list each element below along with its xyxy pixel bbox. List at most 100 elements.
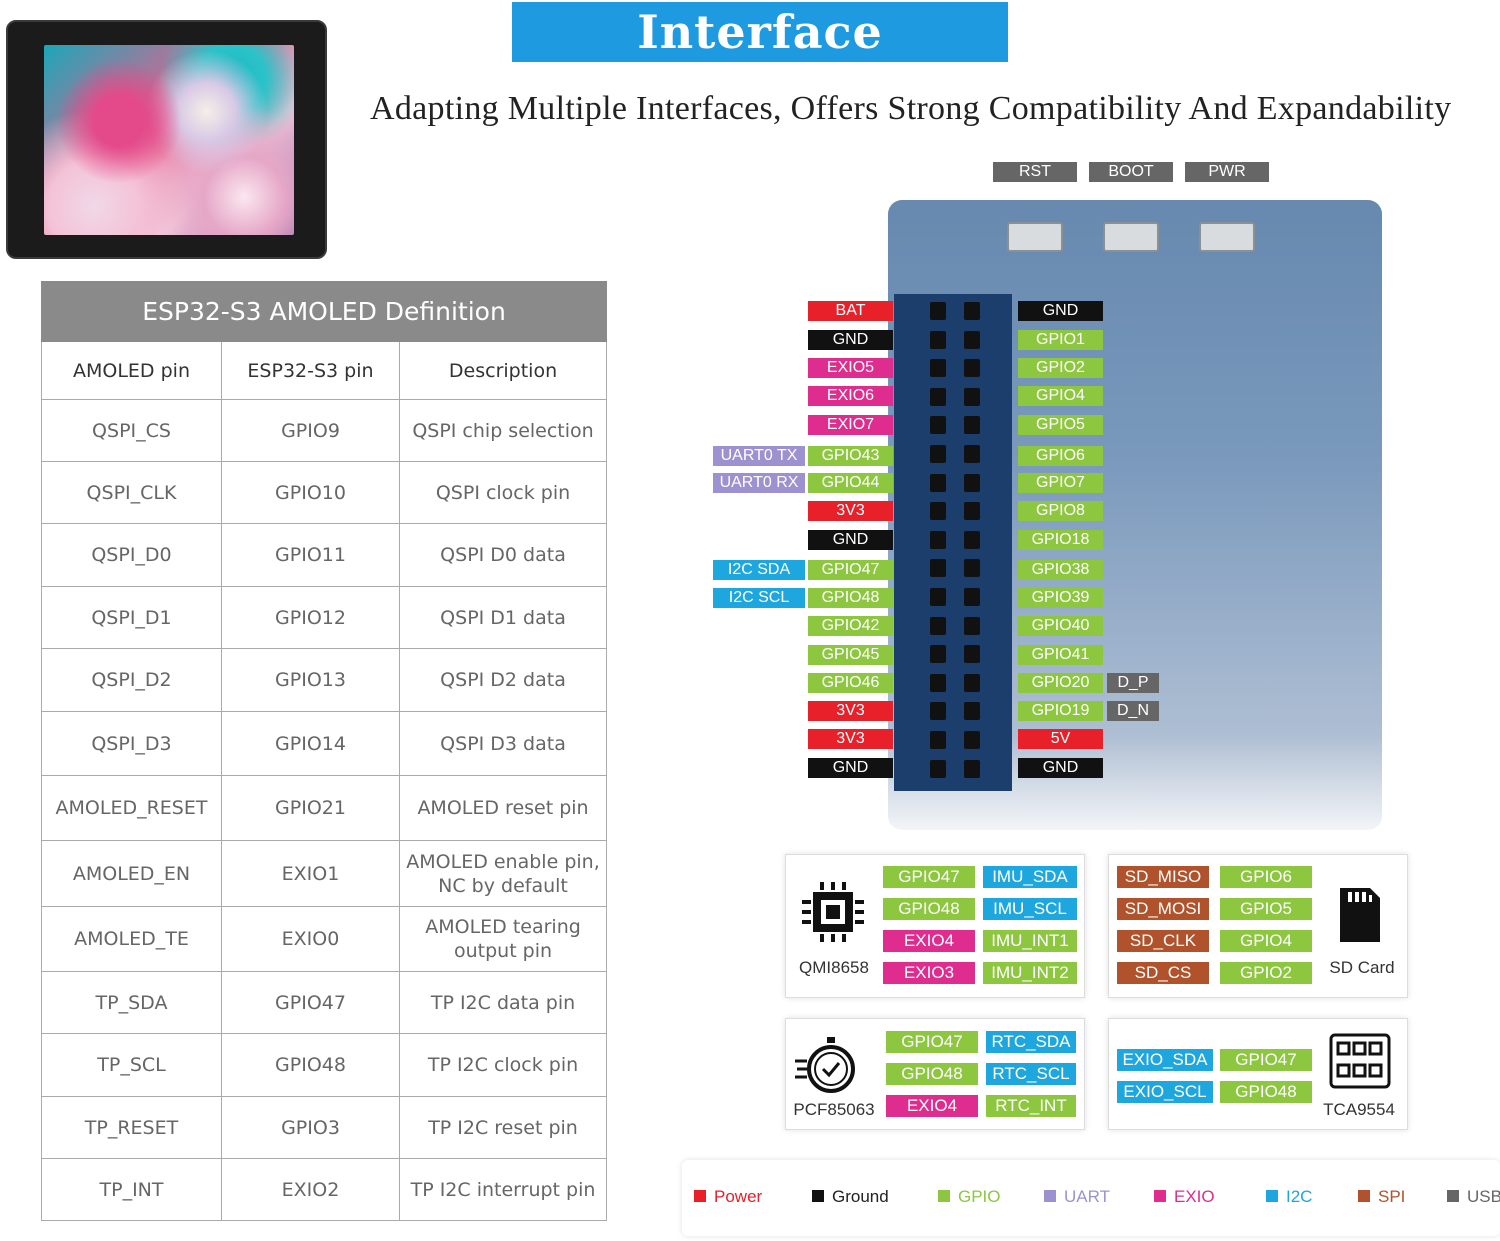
esp32-pin-cell: EXIO1 [221,840,400,907]
rtc-chip-name: PCF85063 [793,1100,875,1119]
legend-item: GPIO [938,1187,1001,1207]
legend-label: UART [1064,1187,1110,1206]
table-caption: ESP32-S3 AMOLED Definition [40,281,608,342]
exio-swatch [1154,1190,1166,1202]
pin-label-right: GPIO2 [1018,358,1103,378]
amoled-pin-cell: QSPI_D1 [41,586,222,649]
rtc-pin-tag: RTC_SDA [986,1031,1076,1053]
amoled-pin-cell: AMOLED_TE [41,906,222,972]
esp32-pin-cell: GPIO9 [221,399,400,462]
header-pin [930,330,946,349]
header-pin [930,702,946,721]
pin-function-left: I2C SCL [713,588,805,608]
page-title: Interface Definition [512,2,1008,119]
header-pin [964,759,980,778]
button-label-pwr: PWR [1185,162,1269,182]
description-cell: QSPI clock pin [398,461,608,524]
legend-item: UART [1044,1187,1110,1207]
amoled-pin-cell: AMOLED_EN [41,840,222,907]
pin-label-left: EXIO5 [808,358,893,378]
pin-function-left: UART0 RX [713,473,805,493]
description-cell: QSPI D2 data [398,648,608,712]
description-cell: AMOLED enable pin, NC by default [398,840,608,907]
header-pin [930,673,946,692]
esp32-pin-cell: GPIO10 [221,461,400,524]
rtc-pin-tag: EXIO4 [886,1095,978,1117]
sd-pin-tag: SD_MOSI [1117,898,1209,920]
spi-swatch [1358,1190,1370,1202]
qmi-chip-name: QMI8658 [799,958,869,977]
header-pin [964,330,980,349]
pin-label-right: GPIO1 [1018,330,1103,350]
sd-pin-tag: GPIO4 [1220,930,1312,952]
legend-item: I2C [1266,1187,1312,1207]
esp32-pin-cell: GPIO3 [221,1096,400,1159]
tca-chip-name: TCA9554 [1323,1100,1395,1119]
tca-pin-tag: GPIO48 [1220,1081,1312,1103]
i2c-swatch [1266,1190,1278,1202]
qmi-pin-tag: IMU_SCL [983,898,1077,920]
header-pin [964,416,980,435]
header-pin [930,588,946,606]
esp32-pin-cell: GPIO48 [221,1033,400,1097]
rst-button[interactable] [1007,222,1063,252]
sd-pin-tag: SD_CS [1117,962,1209,984]
pin-label-left: EXIO6 [808,386,893,406]
pwr-button[interactable] [1199,222,1255,252]
header-pin [964,559,980,578]
sd-pin-tag: GPIO2 [1220,962,1312,984]
header-pin [964,616,980,635]
pin-label-right: GPIO6 [1018,446,1103,466]
qmi-pin-tag: GPIO47 [883,866,975,888]
qmi-pin-tag: EXIO4 [883,930,975,952]
power-swatch [694,1190,706,1202]
description-cell: QSPI D3 data [398,711,608,776]
pin-label-left: GPIO43 [808,446,893,466]
pin-function-right: D_P [1107,673,1159,693]
pin-label-left: 3V3 [808,729,893,749]
pin-label-left: GPIO42 [808,616,893,636]
esp32-pin-cell: GPIO14 [221,711,400,776]
amoled-pin-cell: QSPI_CLK [41,461,222,524]
usb-swatch [1447,1190,1459,1202]
pin-label-left: BAT [808,301,893,321]
pin-label-right: GPIO20 [1018,673,1103,693]
tca-pin-tag: GPIO47 [1220,1049,1312,1071]
pin-label-left: 3V3 [808,701,893,721]
header-pin [964,530,980,549]
gpio-swatch [938,1190,950,1202]
pin-label-left: GND [808,758,893,778]
pin-label-left: GPIO46 [808,673,893,693]
esp32-pin-cell: GPIO13 [221,648,400,712]
header-pin [964,359,980,378]
rtc-pin-tag: GPIO48 [886,1063,978,1085]
boot-button[interactable] [1103,222,1159,252]
io-expander-icon [1329,1033,1391,1093]
description-cell: TP I2C clock pin [398,1033,608,1097]
pin-label-left: 3V3 [808,501,893,521]
header-pin [930,759,946,778]
page-subtitle: Adapting Multiple Interfaces, Offers Str… [370,90,1452,127]
table-header: ESP32-S3 pin [221,341,400,400]
header-pin [930,731,946,749]
legend-item: Ground [812,1187,889,1207]
amoled-pin-cell: QSPI_CS [41,399,222,462]
amoled-definition-table: ESP32-S3 AMOLED Definition AMOLED pin ES… [40,281,608,1221]
header-pin [930,302,946,320]
legend-item: SPI [1358,1187,1405,1207]
header-pin [930,445,946,463]
header-pin [930,645,946,664]
header-pin [930,416,946,435]
qmi-pin-tag: EXIO3 [883,962,975,984]
legend-label: Ground [832,1187,889,1206]
esp32-pin-cell: GPIO12 [221,586,400,649]
pin-label-right: GND [1018,301,1103,321]
pin-label-right: GPIO8 [1018,501,1103,521]
